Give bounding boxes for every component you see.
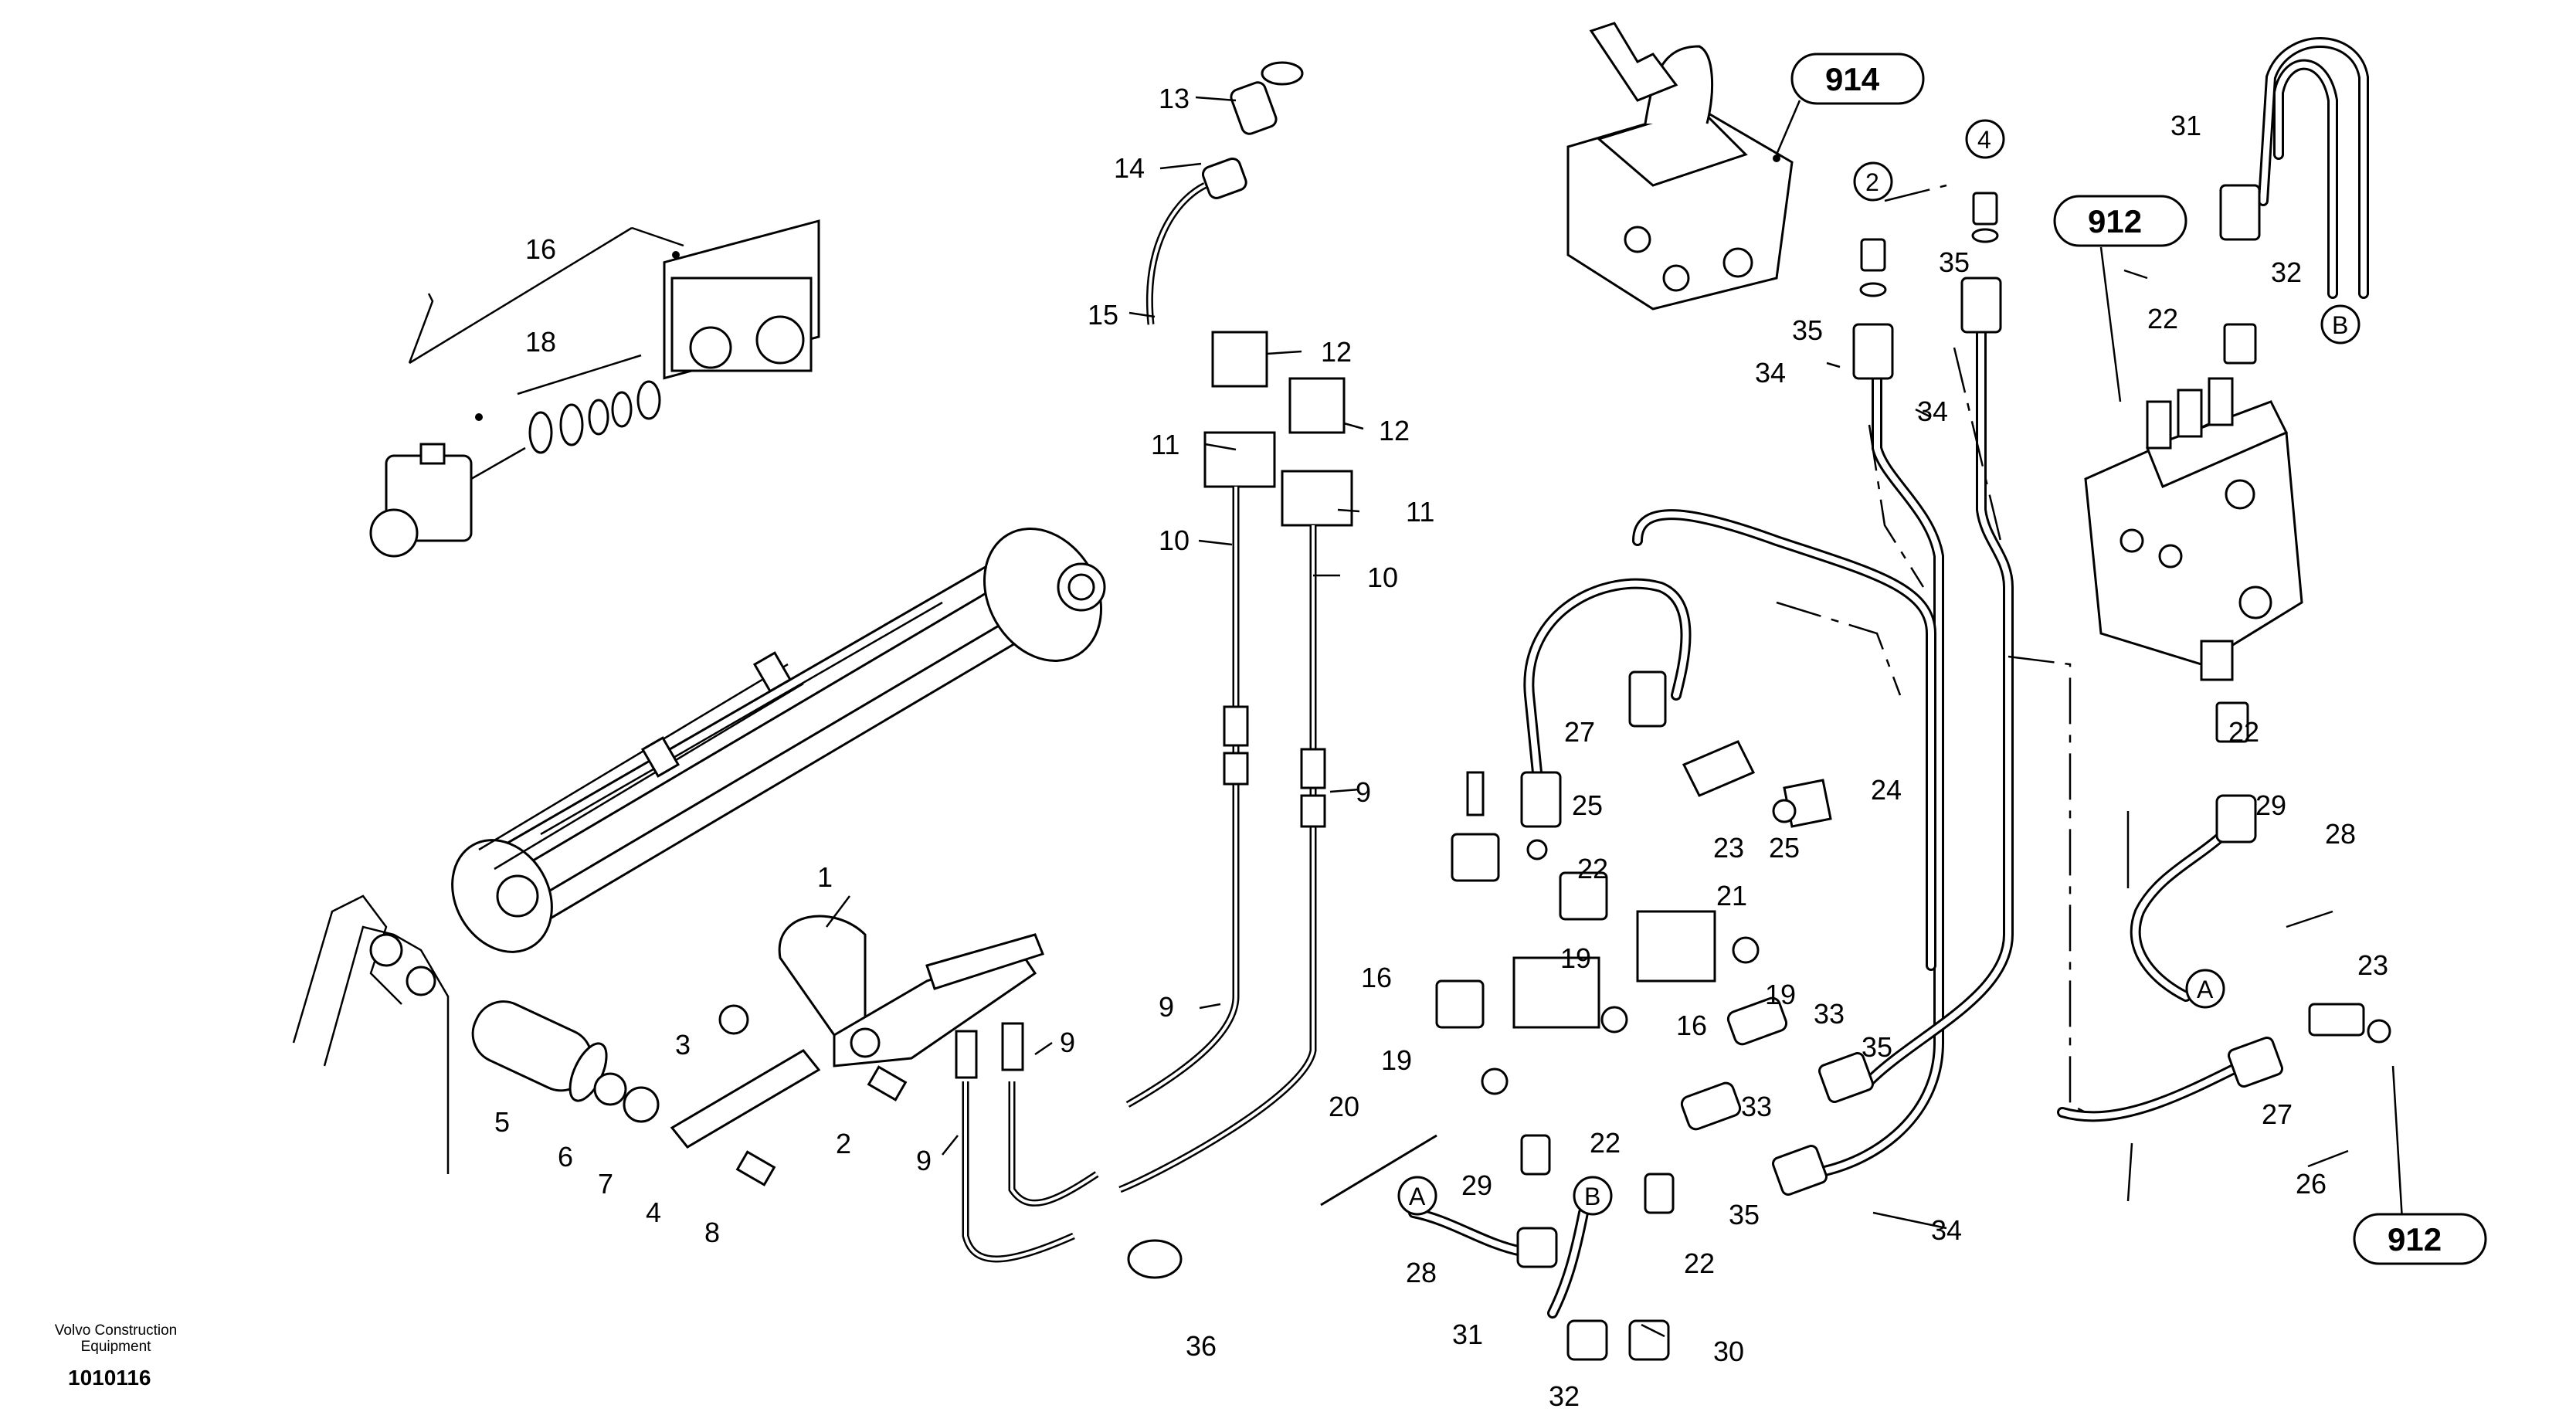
- callout-34-right: 34: [1917, 395, 1948, 427]
- callout-29-bottom: 29: [1461, 1169, 1492, 1201]
- connector-labels: A A B B: [1397, 304, 2360, 1216]
- callout-8: 8: [704, 1217, 720, 1248]
- callout-35-mid: 35: [1862, 1031, 1892, 1063]
- circled-references: 2 4: [1853, 119, 2005, 202]
- assembly-ref-912-top: 912: [2088, 203, 2142, 239]
- callout-16-right: 16: [1676, 1010, 1707, 1041]
- callout-27-center: 27: [1564, 716, 1595, 748]
- callout-9-plug: 9: [1356, 776, 1371, 808]
- callout-15: 15: [1088, 299, 1118, 331]
- callout-14: 14: [1114, 152, 1145, 184]
- callout-34-left: 34: [1755, 357, 1786, 389]
- callout-19-left: 19: [1381, 1044, 1412, 1076]
- mounting-bracket: [670, 895, 1044, 1186]
- callout-31-bottom: 31: [1452, 1319, 1483, 1350]
- callout-labels: 1 2 3 4 5 6 7 8 9 9 9 9 10 10 11 11 12 1…: [494, 83, 2388, 1412]
- boom-and-pin: [292, 894, 660, 1174]
- callout-23-center: 23: [1713, 832, 1744, 864]
- callout-29-right: 29: [2255, 789, 2286, 821]
- callout-27-right: 27: [2262, 1098, 2293, 1130]
- callout-22-valve: 22: [2228, 716, 2259, 748]
- callout-7: 7: [598, 1168, 613, 1200]
- callout-12-bottom: 12: [1379, 415, 1410, 446]
- callout-31-top: 31: [2170, 110, 2201, 141]
- leader-lines: [942, 96, 2404, 1338]
- drawing-number: 1010116: [68, 1366, 151, 1390]
- callout-21: 21: [1716, 880, 1747, 911]
- valve-seal-rings: [528, 380, 661, 454]
- hydraulic-cylinder: [451, 528, 1106, 953]
- callout-28-right: 28: [2325, 818, 2356, 850]
- valve-hoses: [2008, 37, 2391, 1122]
- callout-22-lower: 22: [1590, 1127, 1621, 1159]
- callout-35-left: 35: [1792, 314, 1823, 346]
- callout-24: 24: [1871, 774, 1902, 806]
- callout-33-upper: 33: [1814, 998, 1845, 1030]
- callout-30: 30: [1713, 1336, 1744, 1367]
- callout-26: 26: [2296, 1168, 2327, 1200]
- callout-18: 18: [525, 326, 556, 358]
- callout-16-left: 16: [1361, 962, 1392, 993]
- bottom-hoses: [1408, 1207, 1670, 1361]
- pilot-hoses: [1632, 184, 2014, 1196]
- electrical-harness: [955, 61, 1353, 1279]
- callout-9-bracket: 9: [1060, 1027, 1075, 1058]
- callout-6: 6: [558, 1141, 573, 1173]
- solenoid-coil: [369, 413, 526, 558]
- callout-25-right: 25: [1769, 832, 1800, 864]
- pilot-control-unit: [1566, 22, 1801, 311]
- callout-22-upper: 22: [1577, 853, 1608, 884]
- callout-19-mid: 19: [1560, 942, 1591, 974]
- callout-36: 36: [1186, 1330, 1217, 1362]
- callout-13: 13: [1159, 83, 1190, 114]
- connector-B-right: B: [2332, 311, 2348, 339]
- callout-11-right: 11: [1406, 496, 1434, 528]
- connector-A-right: A: [2197, 976, 2214, 1003]
- callout-32-bottom: 32: [1549, 1380, 1580, 1412]
- callout-3: 3: [675, 1029, 691, 1061]
- circled-ref-2: 2: [1865, 168, 1879, 196]
- control-valve: [2084, 246, 2303, 681]
- callout-12-top: 12: [1321, 336, 1352, 368]
- callout-9-wire: 9: [1159, 991, 1174, 1023]
- assembly-references: 914 912 912: [1790, 53, 2487, 1265]
- circled-ref-4: 4: [1977, 126, 1991, 154]
- assembly-ref-912-bottom: 912: [2388, 1221, 2442, 1258]
- callout-22-top: 22: [2147, 303, 2178, 334]
- callout-11-left: 11: [1151, 429, 1179, 460]
- callout-32-top: 32: [2271, 256, 2302, 288]
- callout-9-bottom: 9: [916, 1145, 932, 1176]
- callout-1: 1: [817, 861, 833, 893]
- callout-33-lower: 33: [1741, 1091, 1772, 1122]
- assembly-ref-914: 914: [1825, 61, 1880, 97]
- connector-B-bottom: B: [1584, 1183, 1600, 1210]
- callout-23-right: 23: [2357, 949, 2388, 981]
- callout-4: 4: [646, 1196, 661, 1228]
- callout-10-right: 10: [1367, 562, 1398, 593]
- callout-35-right: 35: [1939, 246, 1970, 278]
- callout-22-bottom: 22: [1684, 1247, 1715, 1279]
- callout-28-bottom: 28: [1406, 1257, 1437, 1288]
- callout-25-left: 25: [1572, 789, 1603, 821]
- callout-35-bottom: 35: [1729, 1199, 1760, 1230]
- callout-16: 16: [525, 233, 556, 265]
- callout-5: 5: [494, 1106, 510, 1138]
- callout-10-left: 10: [1159, 524, 1190, 556]
- callout-2: 2: [836, 1128, 851, 1159]
- connector-A-bottom: A: [1409, 1183, 1426, 1210]
- callout-34-bottom: 34: [1931, 1214, 1962, 1246]
- drawing-footer: Volvo Construction Equipment 1010116: [31, 1322, 201, 1390]
- callout-20: 20: [1329, 1091, 1359, 1122]
- callout-19-right: 19: [1765, 979, 1796, 1010]
- valve-block-group: [1320, 578, 1832, 1214]
- manufacturer-label: Volvo Construction Equipment: [54, 1322, 178, 1355]
- solenoid-valve-group: 16 18: [369, 219, 820, 558]
